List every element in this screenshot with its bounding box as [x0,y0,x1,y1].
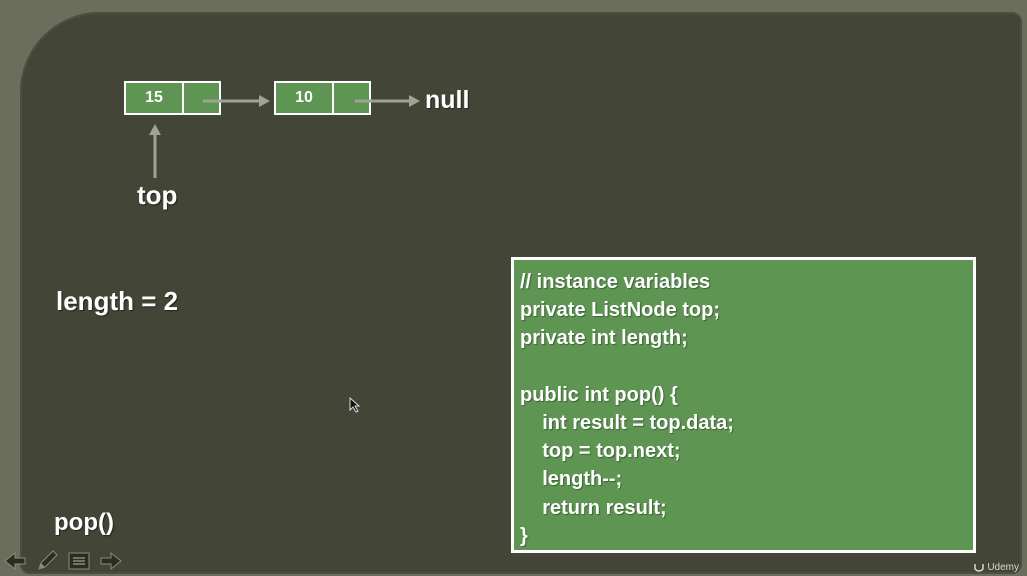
list-node-2: 10 [274,81,371,115]
arrowhead-null [409,95,420,107]
code-line: } [520,524,528,547]
code-line: length--; [520,468,623,491]
pencil-icon[interactable] [34,548,60,574]
code-line: // instance variables [520,271,711,293]
code-line: top = top.next; [520,440,681,463]
watermark-text: Udemy [987,562,1019,573]
code-panel: // instance variables private ListNode t… [511,257,976,553]
length-label: length = 2 [56,286,179,316]
arrow-left-icon[interactable] [2,548,28,574]
code-line: int result = top.data; [520,411,734,434]
mouse-cursor-icon [349,397,361,413]
node-2-data: 10 [276,83,334,113]
code-line [520,353,973,381]
code-line: private ListNode top; [520,299,721,322]
arrow-right-icon[interactable] [98,548,124,574]
udemy-watermark: Udemy [974,562,1019,573]
code-line: public int pop() { [520,383,678,406]
arrowhead-node2 [259,95,270,107]
list-node-1: 15 [124,81,221,115]
arrowhead-top [149,124,161,135]
null-label: null [425,86,470,114]
code-line: return result; [520,496,667,519]
method-label: pop() [54,509,114,536]
udemy-logo-icon [974,563,985,572]
node-1-data: 15 [126,83,184,113]
top-label: top [137,180,178,210]
code-line: private int length; [520,327,688,350]
slide-toolbar [2,548,124,574]
menu-icon[interactable] [66,548,92,574]
